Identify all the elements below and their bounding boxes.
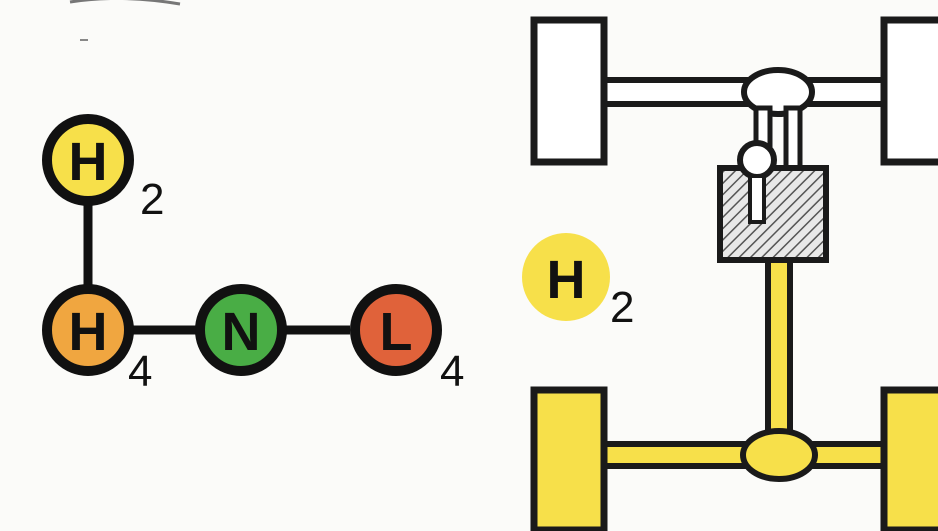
mode-label: H 2: [522, 233, 634, 332]
knob-n-letter: N: [222, 302, 261, 362]
shift-position-l4: L 4: [350, 284, 464, 396]
front-differential: [741, 67, 815, 117]
knob-l4-circle: [350, 284, 442, 376]
drivetrain-diagram: [530, 16, 938, 531]
mode-label-subscript: 2: [610, 283, 634, 332]
transfer-case: [717, 165, 829, 263]
knob-l4-subscript: 4: [440, 347, 464, 396]
rear-driveshaft: [765, 257, 793, 443]
front-left-wheel: [530, 16, 608, 166]
front-driveshaft-right: [783, 105, 803, 171]
knob-h4-subscript: 4: [128, 347, 152, 396]
shift-pattern: H 2 H 4 N L 4: [42, 114, 464, 396]
shift-position-n: N: [195, 284, 287, 376]
rear-differential: [740, 428, 818, 482]
knob-n-circle: [195, 284, 287, 376]
knob-h2-letter: H: [69, 132, 108, 192]
rear-left-wheel: [530, 386, 608, 531]
knob-h4-letter: H: [69, 302, 108, 362]
knob-h2-subscript: 2: [140, 175, 164, 224]
shift-position-h2: H 2: [42, 114, 164, 224]
rear-right-wheel: [880, 386, 938, 531]
transfer-case-output: [748, 174, 766, 224]
knob-h4-circle: [42, 284, 134, 376]
shift-position-h4: H 4: [42, 284, 152, 396]
knob-l4-letter: L: [380, 302, 413, 362]
knob-h2-circle: [42, 114, 134, 206]
front-right-wheel: [880, 16, 938, 166]
mode-badge: [522, 233, 610, 321]
cropped-text-fragment: [69, 0, 181, 6]
transfer-case-coupler: [737, 140, 777, 180]
mode-label-letter: H: [547, 250, 586, 310]
